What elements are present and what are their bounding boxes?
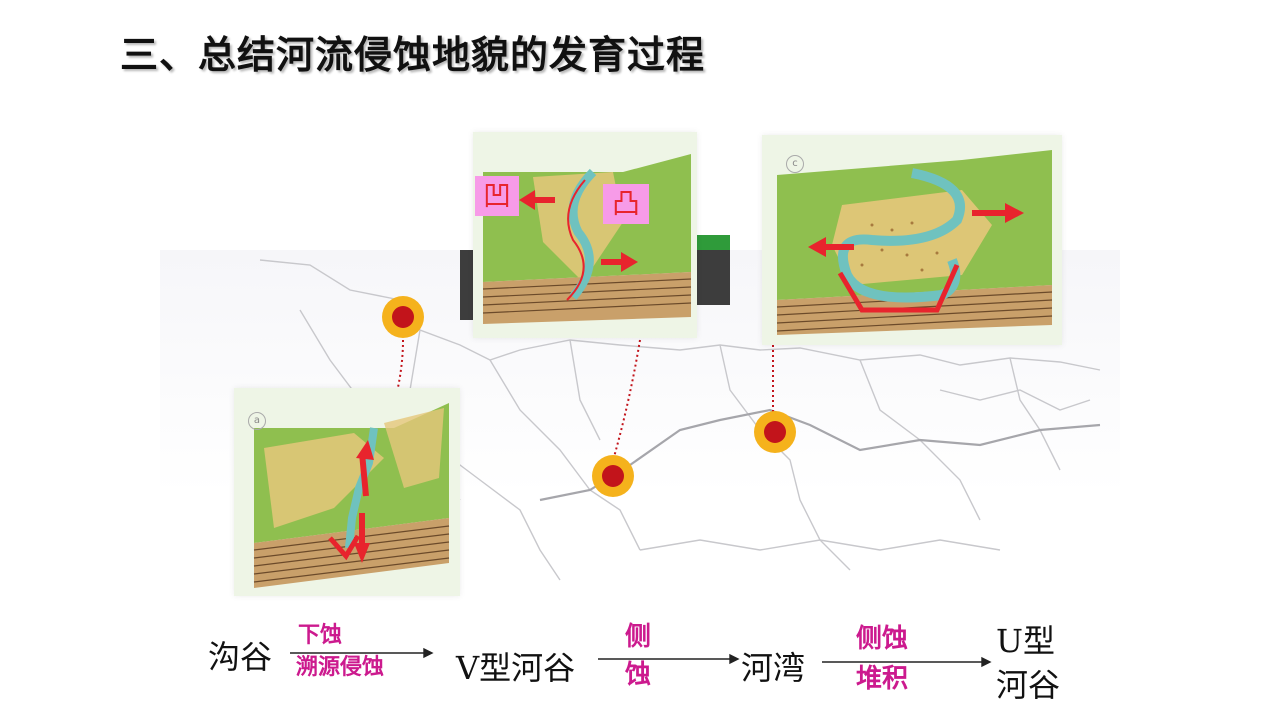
process1-top: 下蚀 [298,623,343,648]
stage-v-valley: V型河谷 [456,649,576,687]
process3-bottom: 堆积 [856,664,909,694]
panel-gully: a [234,388,460,596]
u-valley-block-diagram [776,150,1053,335]
convex-label: 凸 [603,184,649,224]
panel-u-valley: c [762,135,1062,345]
v-valley-block-diagram [482,154,692,324]
process3-top: 侧蚀 [856,624,909,654]
stage-u-valley-top: U型 [996,622,1055,660]
process1-bottom: 溯源侵蚀 [296,655,385,680]
location-marker-middle [592,455,634,497]
location-marker-upper [382,296,424,338]
stage-river-bend: 河湾 [741,649,806,687]
slide-title: 三、总结河流侵蚀地貌的发育过程 [120,33,706,77]
stage-u-valley-bottom: 河谷 [996,666,1061,704]
gully-block-diagram [253,403,450,588]
panel-letter-c: c [786,155,804,173]
location-marker-lower [754,411,796,453]
stage-gully: 沟谷 [208,638,273,676]
process2-top: 侧 [625,622,652,652]
panel-v-valley: 凹 凸 [473,132,697,338]
process2-bottom: 蚀 [625,660,652,690]
panel-letter-a: a [248,412,266,430]
concave-label: 凹 [475,176,519,216]
